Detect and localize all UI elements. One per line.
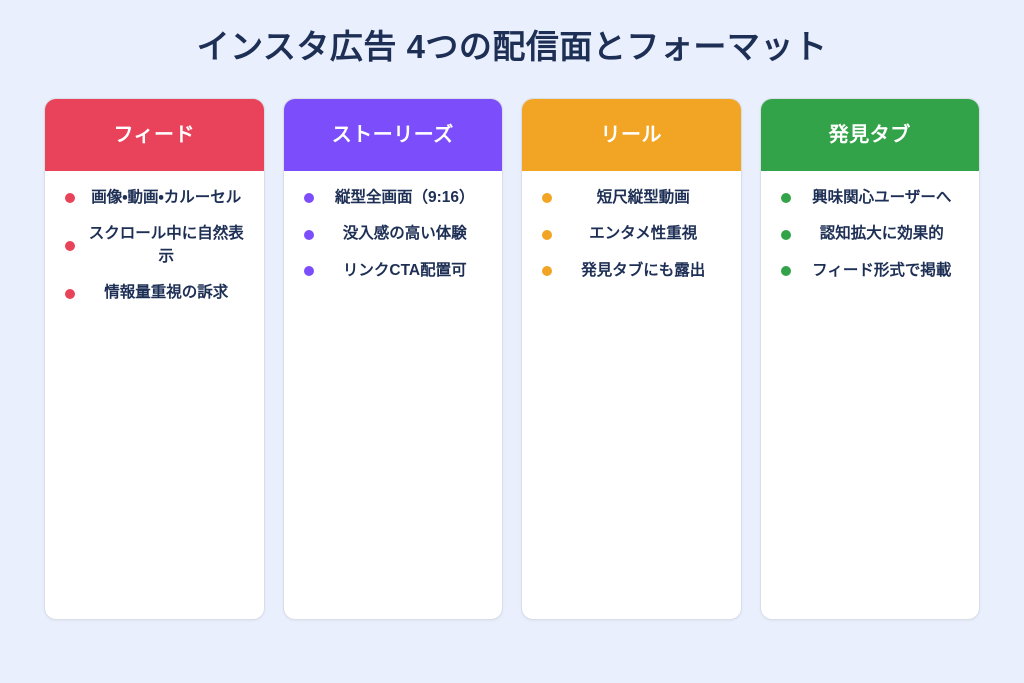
list-item-label: 縦型全画面（9:16） — [334, 189, 475, 206]
list-item: 短尺縦型動画 — [534, 187, 729, 209]
list-item-label: 情報量重視の訴求 — [104, 284, 229, 302]
page-title: インスタ広告 4つの配信面とフォーマット — [196, 28, 828, 65]
list-item-label: 短尺縦型動画 — [596, 189, 690, 206]
bullet-dot-icon — [780, 193, 791, 204]
list-item: 興味関心ユーザーへ — [773, 187, 968, 209]
bullet-dot-icon — [65, 193, 75, 204]
list-item: 画像・動画・カルーセル — [57, 187, 252, 209]
bullet-dot-icon — [65, 240, 75, 251]
card-stories: ストーリーズ縦型全画面（9:16） 没入感の高い体験リンクCTA配置可 — [282, 98, 503, 620]
card-header-explore: 発見タブ — [760, 99, 979, 171]
list-item: スクロール中に自然表示 — [57, 223, 252, 268]
card-title-stories: ストーリーズ — [331, 124, 454, 146]
list-item-label: リンクCTA配置可 — [342, 261, 467, 279]
card-explore: 発見タブ興味関心ユーザーへ認知拡大に効果的フィード形式で掲載 — [759, 98, 980, 620]
list-item: 縦型全画面（9:16） — [296, 187, 491, 209]
card-grid: フィード画像・動画・カルーセルスクロール中に自然表示情報量重視の訴求ストーリーズ… — [44, 98, 980, 620]
bullet-dot-icon — [303, 229, 314, 240]
card-body-reels: 短尺縦型動画エンタメ性重視発見タブにも露出 — [522, 171, 741, 619]
list-item-label: 興味関心ユーザーへ — [812, 189, 952, 206]
bullet-dot-icon — [303, 266, 314, 277]
bullet-dot-icon — [542, 229, 552, 240]
list-item: エンタメ性重視 — [534, 223, 729, 245]
list-item: 発見タブにも露出 — [534, 260, 729, 282]
list-item-label: エンタメ性重視 — [589, 225, 698, 243]
bullet-dot-icon — [780, 266, 791, 277]
card-body-stories: 縦型全画面（9:16） 没入感の高い体験リンクCTA配置可 — [284, 171, 503, 619]
bullet-dot-icon — [780, 229, 791, 240]
list-item: 情報量重視の訴求 — [57, 282, 252, 304]
title-container: インスタ広告 4つの配信面とフォーマット — [0, 0, 1024, 67]
card-title-feed: フィード — [113, 124, 196, 146]
bullet-dot-icon — [542, 193, 552, 204]
card-reels: リール短尺縦型動画エンタメ性重視発見タブにも露出 — [521, 98, 742, 620]
list-item-label: フィード形式で掲載 — [812, 261, 952, 279]
bullet-dot-icon — [303, 193, 314, 204]
card-body-feed: 画像・動画・カルーセルスクロール中に自然表示情報量重視の訴求 — [45, 171, 264, 619]
list-item: 没入感の高い体験 — [296, 223, 491, 245]
list-item: フィード形式で掲載 — [773, 260, 968, 282]
card-title-reels: リール — [600, 124, 662, 146]
bullet-dot-icon — [542, 266, 552, 277]
list-item: リンクCTA配置可 — [296, 260, 491, 282]
list-item-label: 発見タブにも露出 — [581, 261, 706, 279]
bullet-dot-icon — [65, 288, 75, 299]
card-header-feed: フィード — [45, 99, 264, 171]
card-feed: フィード画像・動画・カルーセルスクロール中に自然表示情報量重視の訴求 — [44, 98, 265, 620]
list-item: 認知拡大に効果的 — [773, 223, 968, 245]
card-header-stories: ストーリーズ — [283, 99, 502, 171]
card-body-explore: 興味関心ユーザーへ認知拡大に効果的フィード形式で掲載 — [761, 171, 980, 619]
card-header-reels: リール — [522, 99, 741, 171]
list-item-label: 没入感の高い体験 — [342, 225, 467, 243]
list-item-label: 画像・動画・カルーセル — [91, 189, 242, 206]
list-item-label: スクロール中に自然表示 — [88, 225, 244, 265]
card-title-explore: 発見タブ — [828, 124, 911, 146]
list-item-label: 認知拡大に効果的 — [819, 225, 944, 243]
